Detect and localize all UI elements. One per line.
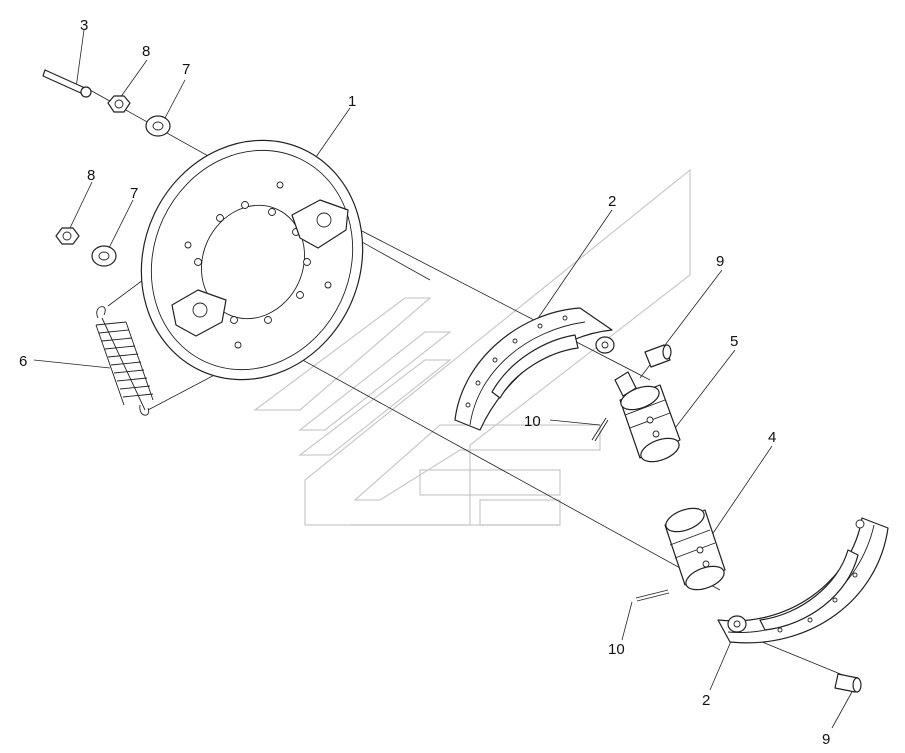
brake-shoe-part-2-bottom <box>717 517 889 644</box>
callout-8-top: 8 <box>142 43 150 60</box>
callout-2-top: 2 <box>608 193 616 210</box>
nut-part-8-top <box>107 95 131 113</box>
callout-2-bottom: 2 <box>702 692 710 709</box>
spring-part-6 <box>95 306 154 416</box>
callout-10-top: 10 <box>524 413 541 430</box>
washer-part-7-top <box>145 115 171 137</box>
callout-7-mid: 7 <box>130 185 138 202</box>
washer-part-7-mid <box>91 245 117 267</box>
nut-part-8-mid <box>55 227 80 245</box>
callout-10-bottom: 10 <box>608 641 625 658</box>
bolt-part-3 <box>42 69 92 98</box>
callout-9-bottom: 9 <box>822 731 830 748</box>
callout-4: 4 <box>768 429 776 446</box>
callout-5: 5 <box>730 333 738 350</box>
background-watermark <box>253 168 691 526</box>
adjuster-part-5 <box>614 371 681 463</box>
pin-part-9-bottom <box>834 673 862 693</box>
adjuster-part-4 <box>664 507 726 591</box>
callout-3: 3 <box>80 17 88 34</box>
callout-1: 1 <box>348 93 356 110</box>
callout-8-mid: 8 <box>87 167 95 184</box>
pin-part-9-top <box>644 344 672 368</box>
callout-labels: 3 8 7 1 8 7 6 2 9 5 10 4 10 2 9 <box>19 17 830 748</box>
backing-plate-part-1 <box>140 139 364 381</box>
brake-shoe-part-2-top <box>454 307 615 431</box>
cotter-pin-part-10-bottom <box>635 589 670 602</box>
cotter-pin-part-10-top <box>591 417 609 442</box>
callout-6: 6 <box>19 353 27 370</box>
callout-9-top: 9 <box>716 253 724 270</box>
callout-7-top: 7 <box>182 61 190 78</box>
